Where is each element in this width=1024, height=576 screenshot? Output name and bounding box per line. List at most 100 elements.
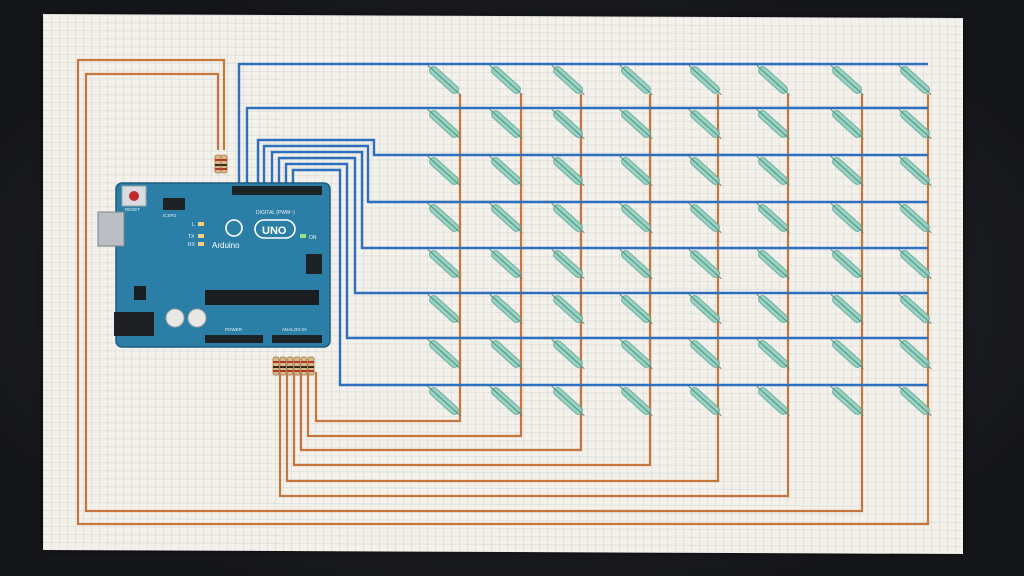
resistor — [300, 356, 308, 376]
column-wire — [84, 72, 864, 513]
arduino-uno-board: RESET ICSP2 DIGITAL (PWM~) L TX RX ON Ar… — [97, 182, 331, 348]
resistor-band — [287, 361, 293, 363]
reed-switch-lead — [427, 385, 461, 417]
reed-switch — [756, 155, 790, 187]
resistor-band — [273, 366, 279, 368]
resistor — [286, 356, 294, 376]
reset-button-cap[interactable] — [129, 191, 139, 201]
capacitor-1 — [165, 308, 185, 328]
resistor-band — [287, 370, 293, 372]
reed-switch-lead — [427, 155, 461, 187]
arduino-logo-text: Arduino — [212, 241, 240, 250]
reed-switch-matrix — [427, 64, 932, 417]
column-wire — [76, 58, 930, 526]
resistor-band — [294, 361, 300, 363]
reed-switch — [898, 338, 932, 370]
resistor — [307, 356, 315, 376]
reed-switch-lead — [619, 293, 653, 325]
led-on — [300, 234, 306, 238]
resistor-band — [221, 168, 227, 170]
reed-switch-lead — [489, 155, 523, 187]
reed-switch — [619, 64, 653, 96]
reed-switch — [756, 293, 790, 325]
resistor-band — [308, 366, 314, 368]
reed-switch — [489, 293, 523, 325]
row-wires — [237, 62, 928, 387]
reed-switch-lead — [830, 338, 864, 370]
reed-switch — [688, 155, 722, 187]
resistor-band — [294, 366, 300, 368]
led-tx — [198, 234, 204, 238]
reed-switch — [756, 338, 790, 370]
board-body — [115, 182, 331, 348]
reed-switch-lead — [489, 293, 523, 325]
reed-switch-lead — [898, 248, 932, 280]
reed-switch — [830, 155, 864, 187]
reed-switch — [898, 248, 932, 280]
reed-switch — [619, 248, 653, 280]
column-wire — [285, 94, 720, 483]
icsp-header — [163, 198, 185, 210]
reed-switch-lead — [688, 385, 722, 417]
reed-switch-lead — [756, 385, 790, 417]
reed-switch-lead — [830, 248, 864, 280]
reed-switch — [551, 293, 585, 325]
reed-switch — [619, 385, 653, 417]
reed-switch — [688, 338, 722, 370]
resistor-band — [215, 164, 221, 166]
reed-switch — [619, 155, 653, 187]
reed-switch — [688, 64, 722, 96]
resistor-band — [280, 361, 286, 363]
resistor-band — [301, 370, 307, 372]
digital-header — [232, 186, 322, 195]
reed-switch — [619, 108, 653, 140]
reed-switch — [830, 202, 864, 234]
reed-switch-lead — [830, 385, 864, 417]
resistor-band — [215, 168, 221, 170]
reed-switch — [489, 202, 523, 234]
reed-switch — [619, 338, 653, 370]
reed-switch — [898, 64, 932, 96]
reed-switch-lead — [756, 293, 790, 325]
reed-switch-lead — [756, 64, 790, 96]
reed-switch-lead — [756, 248, 790, 280]
led-l-label: L — [192, 222, 195, 228]
reed-switch — [898, 202, 932, 234]
reed-switch — [551, 202, 585, 234]
resistor — [220, 154, 228, 174]
row-wire — [270, 150, 928, 250]
reed-switch-lead — [830, 293, 864, 325]
reed-switch — [756, 202, 790, 234]
reed-switch — [427, 338, 461, 370]
uno-text: UNO — [262, 225, 287, 237]
reed-switch — [489, 385, 523, 417]
power-header-label: POWER — [225, 327, 243, 332]
reed-switch — [830, 108, 864, 140]
reed-switch — [489, 64, 523, 96]
reed-switch — [427, 108, 461, 140]
reed-switch-lead — [489, 248, 523, 280]
reed-switch-lead — [756, 108, 790, 140]
row-wire — [245, 106, 928, 190]
resistor-band — [301, 366, 307, 368]
reed-switch-lead — [830, 108, 864, 140]
led-tx-label: TX — [188, 234, 195, 240]
column-wire — [314, 94, 462, 423]
reed-switch — [427, 385, 461, 417]
reed-switch — [427, 202, 461, 234]
reed-switch-lead — [688, 248, 722, 280]
reed-switch-lead — [898, 155, 932, 187]
reed-switch — [427, 248, 461, 280]
column-wire — [292, 94, 652, 467]
reed-switch-lead — [489, 202, 523, 234]
reed-switch — [898, 108, 932, 140]
reed-switch — [427, 293, 461, 325]
reed-switch — [830, 338, 864, 370]
reed-switch-lead — [551, 338, 585, 370]
reed-switch — [898, 385, 932, 417]
reed-switch — [551, 108, 585, 140]
resistor-band — [273, 370, 279, 372]
row-wire — [256, 138, 928, 190]
column-wire — [306, 94, 523, 438]
